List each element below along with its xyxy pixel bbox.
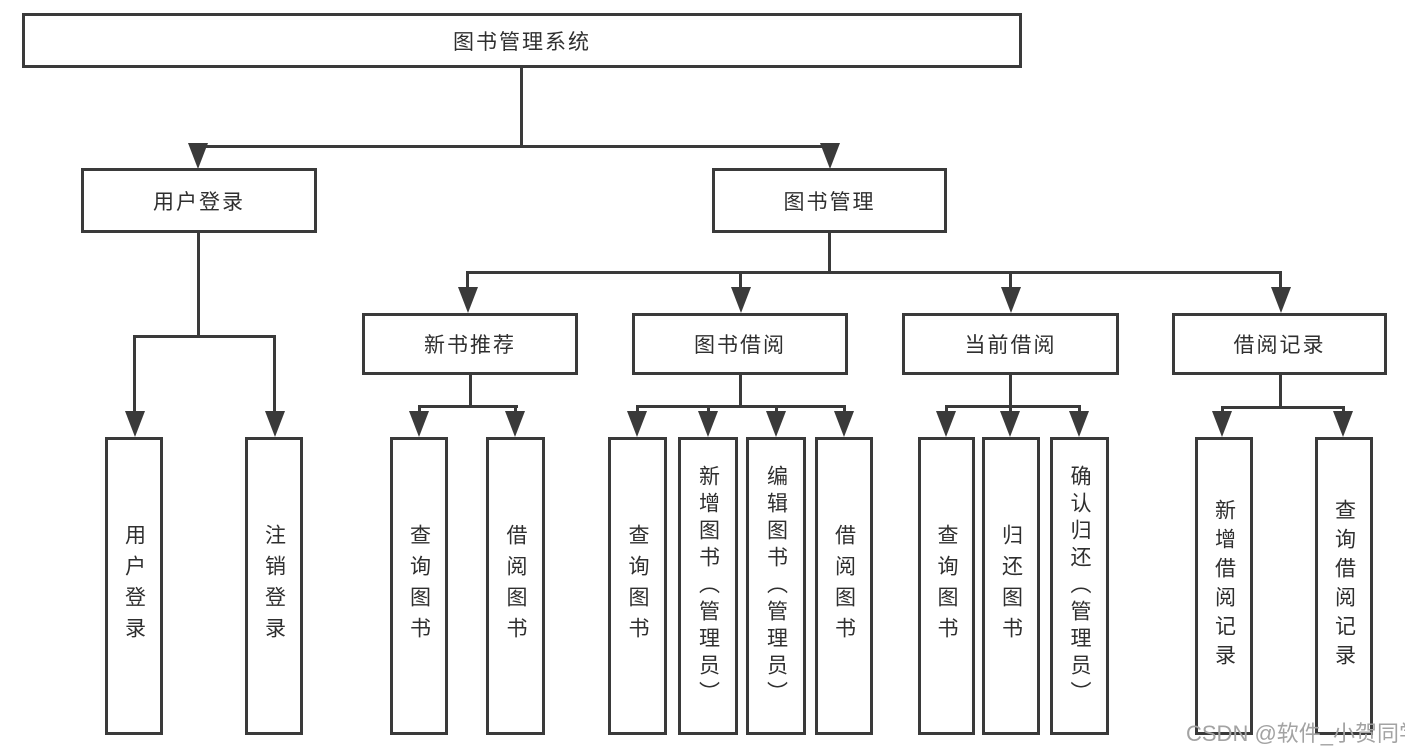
node-label: 图书管理系统 bbox=[453, 30, 591, 54]
connector-line bbox=[520, 68, 523, 148]
node-borrowing-records: 借阅记录 bbox=[1172, 313, 1387, 375]
arrowhead-down-icon bbox=[458, 287, 478, 313]
leaf-query-books: 查询图书 bbox=[390, 437, 448, 735]
node-label: 新书推荐 bbox=[424, 334, 516, 357]
connector-line bbox=[466, 271, 1282, 274]
leaf-label: 借阅图书 bbox=[504, 524, 527, 648]
leaf-label: 用户登录 bbox=[122, 524, 146, 648]
leaf-label: 确认归还（管理员） bbox=[1068, 464, 1091, 708]
connector-line bbox=[466, 271, 469, 291]
node-book-borrowing: 图书借阅 bbox=[632, 313, 848, 375]
leaf-query-books: 查询图书 bbox=[918, 437, 975, 735]
arrowhead-down-icon bbox=[505, 411, 525, 437]
arrowhead-down-icon bbox=[125, 411, 145, 437]
connector-line bbox=[636, 405, 846, 408]
connector-line bbox=[1279, 271, 1282, 291]
node-label: 借阅记录 bbox=[1233, 334, 1326, 357]
node-label: 用户登录 bbox=[153, 190, 245, 214]
connector-line bbox=[828, 233, 831, 274]
connector-line bbox=[273, 335, 276, 415]
leaf-borrow-books: 借阅图书 bbox=[815, 437, 873, 735]
connector-line bbox=[469, 375, 472, 408]
arrowhead-down-icon bbox=[834, 411, 854, 437]
leaf-label: 注销登录 bbox=[262, 524, 286, 648]
node-label: 当前借阅 bbox=[964, 334, 1057, 357]
leaf-edit-books-admin: 编辑图书（管理员） bbox=[746, 437, 806, 735]
arrowhead-down-icon bbox=[1069, 411, 1089, 437]
node-new-book-recommendation: 新书推荐 bbox=[362, 313, 578, 375]
arrowhead-down-icon bbox=[731, 287, 751, 313]
connector-line bbox=[418, 405, 518, 408]
connector-line bbox=[739, 271, 742, 291]
leaf-query-borrow-record: 查询借阅记录 bbox=[1315, 437, 1373, 735]
node-label: 图书管理 bbox=[783, 190, 876, 214]
leaf-confirm-return-admin: 确认归还（管理员） bbox=[1050, 437, 1109, 735]
leaf-label: 查询图书 bbox=[935, 524, 958, 648]
node-current-borrowing: 当前借阅 bbox=[902, 313, 1119, 375]
leaf-query-books: 查询图书 bbox=[608, 437, 667, 735]
leaf-borrow-books: 借阅图书 bbox=[486, 437, 545, 735]
arrowhead-down-icon bbox=[409, 411, 429, 437]
connector-line bbox=[739, 375, 742, 408]
arrowhead-down-icon bbox=[627, 411, 647, 437]
arrowhead-down-icon bbox=[698, 411, 718, 437]
leaf-label: 查询图书 bbox=[407, 524, 431, 648]
connector-line bbox=[133, 335, 276, 338]
node-label: 图书借阅 bbox=[694, 334, 786, 357]
connector-line bbox=[1221, 406, 1345, 409]
connector-line bbox=[197, 233, 200, 337]
leaf-label: 归还图书 bbox=[999, 524, 1023, 648]
connector-line bbox=[1279, 375, 1282, 409]
leaf-label: 查询借阅记录 bbox=[1332, 499, 1356, 673]
leaf-label: 新增借阅记录 bbox=[1212, 499, 1236, 673]
leaf-add-borrow-record: 新增借阅记录 bbox=[1195, 437, 1253, 735]
arrowhead-down-icon bbox=[820, 143, 840, 169]
arrowhead-down-icon bbox=[1000, 411, 1020, 437]
leaf-user-login: 用户登录 bbox=[105, 437, 163, 735]
connector-line bbox=[197, 145, 837, 148]
arrowhead-down-icon bbox=[766, 411, 786, 437]
node-user-login: 用户登录 bbox=[81, 168, 317, 233]
connector-line bbox=[1009, 375, 1012, 408]
leaf-label: 编辑图书（管理员） bbox=[764, 464, 788, 708]
arrowhead-down-icon bbox=[936, 411, 956, 437]
leaf-label: 新增图书（管理员） bbox=[696, 464, 720, 708]
connector-line bbox=[1009, 271, 1012, 291]
connector-line bbox=[133, 335, 136, 415]
arrowhead-down-icon bbox=[265, 411, 285, 437]
leaf-label: 借阅图书 bbox=[832, 524, 856, 648]
arrowhead-down-icon bbox=[188, 143, 208, 169]
arrowhead-down-icon bbox=[1212, 411, 1232, 437]
connector-line bbox=[945, 405, 1081, 408]
node-library-management-system: 图书管理系统 bbox=[22, 13, 1022, 68]
leaf-logout: 注销登录 bbox=[245, 437, 303, 735]
leaf-label: 查询图书 bbox=[626, 524, 649, 648]
leaf-return-books: 归还图书 bbox=[982, 437, 1040, 735]
arrowhead-down-icon bbox=[1333, 411, 1353, 437]
csdn-watermark: CSDN @软件_小贺同学 bbox=[1186, 721, 1405, 746]
arrowhead-down-icon bbox=[1001, 287, 1021, 313]
arrowhead-down-icon bbox=[1271, 287, 1291, 313]
node-book-management: 图书管理 bbox=[712, 168, 947, 233]
leaf-add-books-admin: 新增图书（管理员） bbox=[678, 437, 738, 735]
